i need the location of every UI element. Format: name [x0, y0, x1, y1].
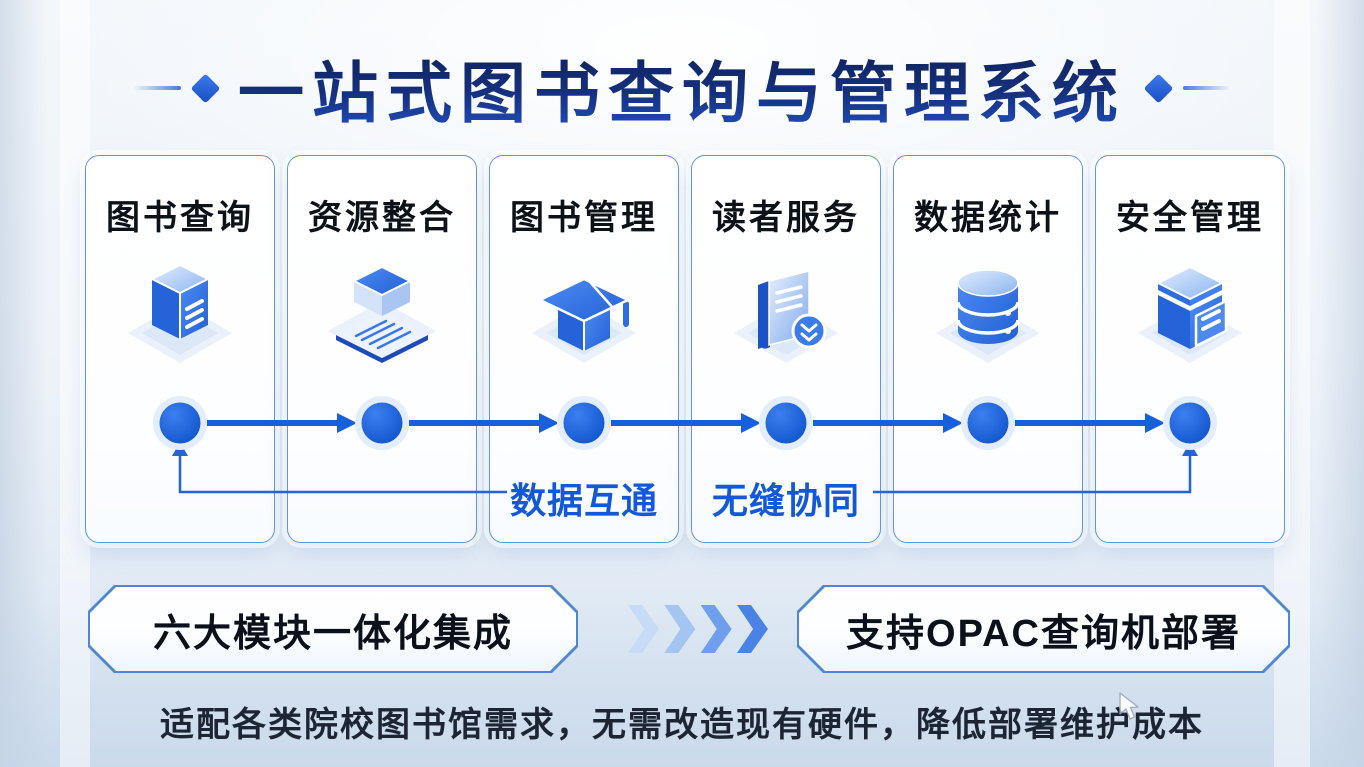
book-download-icon: [730, 259, 842, 372]
module-card-resource-integration: 资源整合: [287, 155, 477, 543]
module-title: 读者服务: [712, 199, 860, 237]
page-title: 一站式图书查询与管理系统: [238, 40, 1126, 136]
title-diamond-right-icon: [1143, 73, 1174, 103]
title-ornament-line-left: [133, 86, 181, 90]
chevron-arrows-icon: [628, 604, 768, 654]
title-diamond-left-icon: [190, 73, 221, 103]
server-book-icon: [124, 259, 236, 372]
module-title: 图书管理: [510, 199, 658, 237]
module-card-data-statistics: 数据统计: [893, 155, 1083, 543]
module-card-security-management: 安全管理: [1095, 155, 1285, 543]
chevron-icon: [736, 605, 768, 653]
chevron-icon: [664, 605, 696, 653]
open-box-icon: [528, 259, 640, 372]
layers-plate-icon: [326, 259, 438, 372]
chevron-icon: [628, 605, 659, 653]
module-card-book-query: 图书查询: [85, 155, 275, 543]
caption-text: 适配各类院校图书馆需求，无需改造现有硬件，降低部署维护成本: [160, 706, 1204, 744]
database-icon: [932, 259, 1044, 372]
module-title: 安全管理: [1116, 199, 1264, 237]
module-card-reader-service: 读者服务: [691, 155, 881, 543]
banner-left-text: 六大模块一体化集成: [152, 612, 513, 655]
flow-label-data-interchange: 数据互通: [509, 480, 658, 521]
title-ornament-line-right: [1183, 86, 1231, 90]
chevron-icon: [700, 605, 732, 653]
banner-modules-integration: 六大模块一体化集成: [88, 585, 578, 673]
module-card-book-management: 图书管理: [489, 155, 679, 543]
title-row: 一站式图书查询与管理系统: [0, 40, 1364, 136]
banner-opac-deployment: 支持OPAC查询机部署: [797, 585, 1290, 673]
secure-cube-icon: [1134, 259, 1246, 372]
mouse-cursor-icon: [1119, 692, 1139, 720]
banner-right-text: 支持OPAC查询机部署: [846, 612, 1241, 655]
flow-label-seamless-collaboration: 无缝协同: [711, 480, 860, 521]
module-title: 资源整合: [308, 199, 456, 237]
module-title: 图书查询: [106, 199, 254, 237]
module-title: 数据统计: [914, 199, 1062, 237]
